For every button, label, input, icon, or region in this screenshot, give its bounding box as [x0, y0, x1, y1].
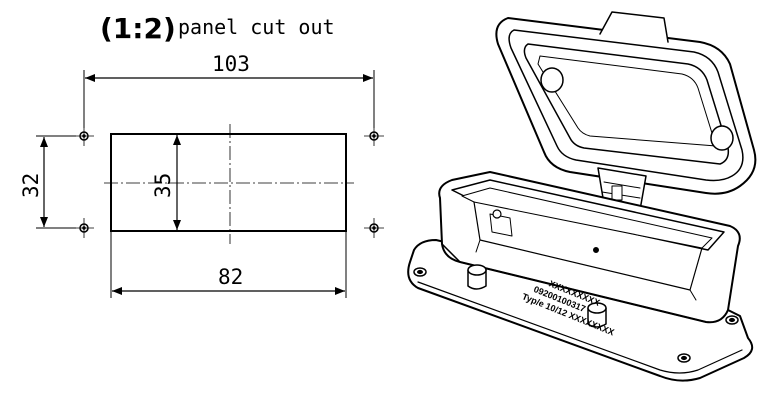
mounting-hole-top-left	[74, 126, 94, 146]
dimension-label-103: 103	[212, 52, 250, 76]
dimension-label-82: 82	[218, 265, 243, 289]
mounting-hole-bottom-left	[74, 218, 94, 238]
mounting-hole-top-right	[364, 126, 384, 146]
locking-pin-left	[467, 264, 487, 290]
dimension-label-32: 32	[19, 173, 43, 198]
housing-illustration	[407, 11, 757, 382]
hinged-cover	[495, 11, 757, 211]
locking-pin-right	[587, 302, 607, 328]
mounting-hole-bottom-right	[364, 218, 384, 238]
cutout-rectangle	[110, 133, 347, 232]
scale-label: (1:2)	[100, 12, 176, 45]
title-label: panel cut out	[178, 15, 335, 39]
dimension-label-35: 35	[151, 173, 175, 198]
panel-cutout-drawing	[36, 70, 384, 298]
